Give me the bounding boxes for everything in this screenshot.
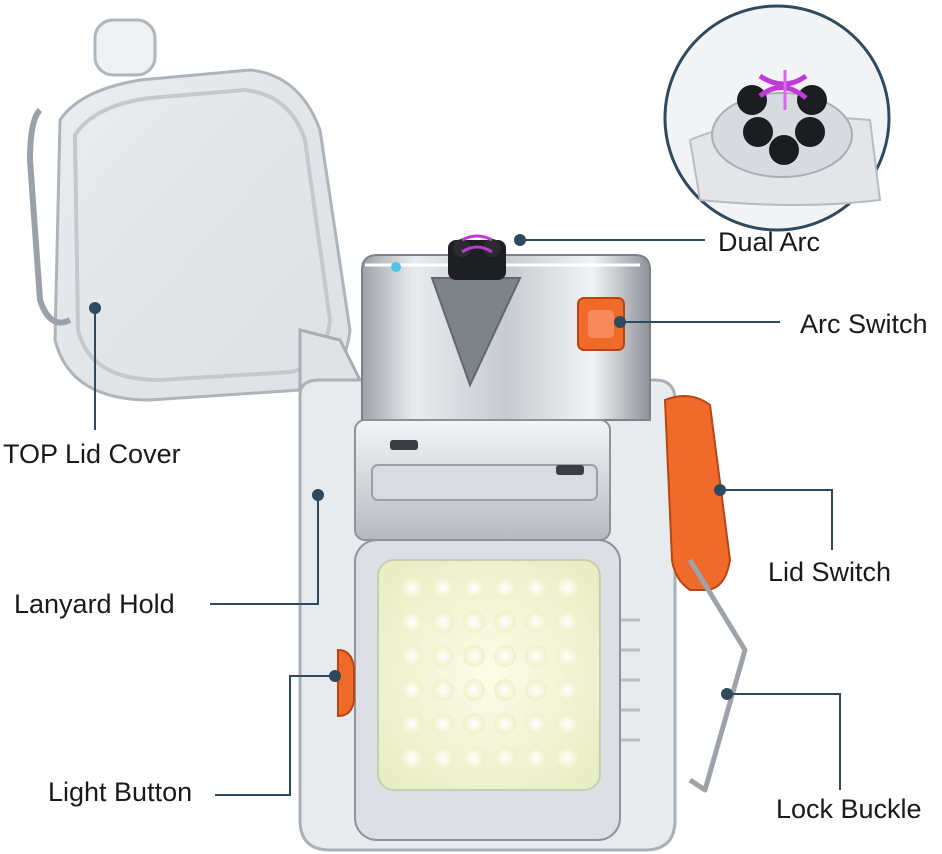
- led-dot: [463, 679, 485, 701]
- dot-lid-switch: [714, 484, 726, 496]
- led-dot: [401, 679, 423, 701]
- led-dot: [463, 747, 485, 769]
- led-dot: [463, 611, 485, 633]
- led-dot: [494, 713, 516, 735]
- dot-dual-arc: [514, 234, 526, 246]
- led-dot: [401, 577, 423, 599]
- dot-light-button: [329, 670, 341, 682]
- leader-lines: [94, 239, 841, 796]
- led-dot: [556, 645, 578, 667]
- dot-lanyard-hold: [312, 489, 324, 501]
- leader-dots: [89, 234, 733, 700]
- led-dot: [525, 747, 547, 769]
- lock-buckle: [687, 558, 748, 793]
- led-dot: [525, 645, 547, 667]
- dot-lock-buckle: [721, 688, 733, 700]
- label-lid-switch: Lid Switch: [768, 557, 892, 587]
- leader-lock-buckle: [727, 693, 841, 790]
- led-dot: [463, 645, 485, 667]
- led-dot: [525, 577, 547, 599]
- arc-head: [448, 234, 506, 280]
- led-dot: [556, 713, 578, 735]
- led-panel: [377, 559, 601, 791]
- led-dot: [525, 679, 547, 701]
- led-dot: [432, 679, 454, 701]
- arc-switch: [577, 297, 625, 351]
- led-dot: [525, 713, 547, 735]
- dot-top-lid-cover: [89, 302, 101, 314]
- led-dot: [556, 577, 578, 599]
- led-dot: [432, 645, 454, 667]
- led-dot: [401, 611, 423, 633]
- led-dot: [525, 611, 547, 633]
- led-dots: [401, 577, 578, 769]
- led-dot: [401, 645, 423, 667]
- led-dot: [494, 611, 516, 633]
- led-dot: [401, 713, 423, 735]
- lid-switch: [663, 395, 732, 591]
- label-top-lid-cover: TOP Lid Cover: [3, 439, 181, 469]
- light-button: [337, 648, 355, 718]
- led-dot: [556, 747, 578, 769]
- led-dot: [494, 747, 516, 769]
- led-dot: [432, 611, 454, 633]
- led-dot: [432, 577, 454, 599]
- label-dual-arc: Dual Arc: [718, 227, 821, 257]
- dot-arc-switch: [614, 316, 626, 328]
- led-dot: [556, 679, 578, 701]
- leader-lid-switch: [720, 489, 833, 550]
- label-lock-buckle: Lock Buckle: [776, 794, 922, 824]
- top-lid: [26, 18, 362, 402]
- led-dot: [494, 577, 516, 599]
- led-dot: [432, 713, 454, 735]
- led-dot: [432, 747, 454, 769]
- led-dot: [463, 713, 485, 735]
- led-dot: [494, 645, 516, 667]
- label-lanyard-hold: Lanyard Hold: [14, 589, 175, 619]
- led-dot: [494, 679, 516, 701]
- led-dot: [556, 611, 578, 633]
- led-dot: [401, 747, 423, 769]
- label-light-button: Light Button: [48, 777, 193, 807]
- label-arc-switch: Arc Switch: [800, 309, 928, 339]
- leader-lanyard-hold: [210, 495, 319, 605]
- arc-closeup-inset: [663, 4, 891, 232]
- leader-light-button: [215, 675, 335, 796]
- led-dot: [463, 577, 485, 599]
